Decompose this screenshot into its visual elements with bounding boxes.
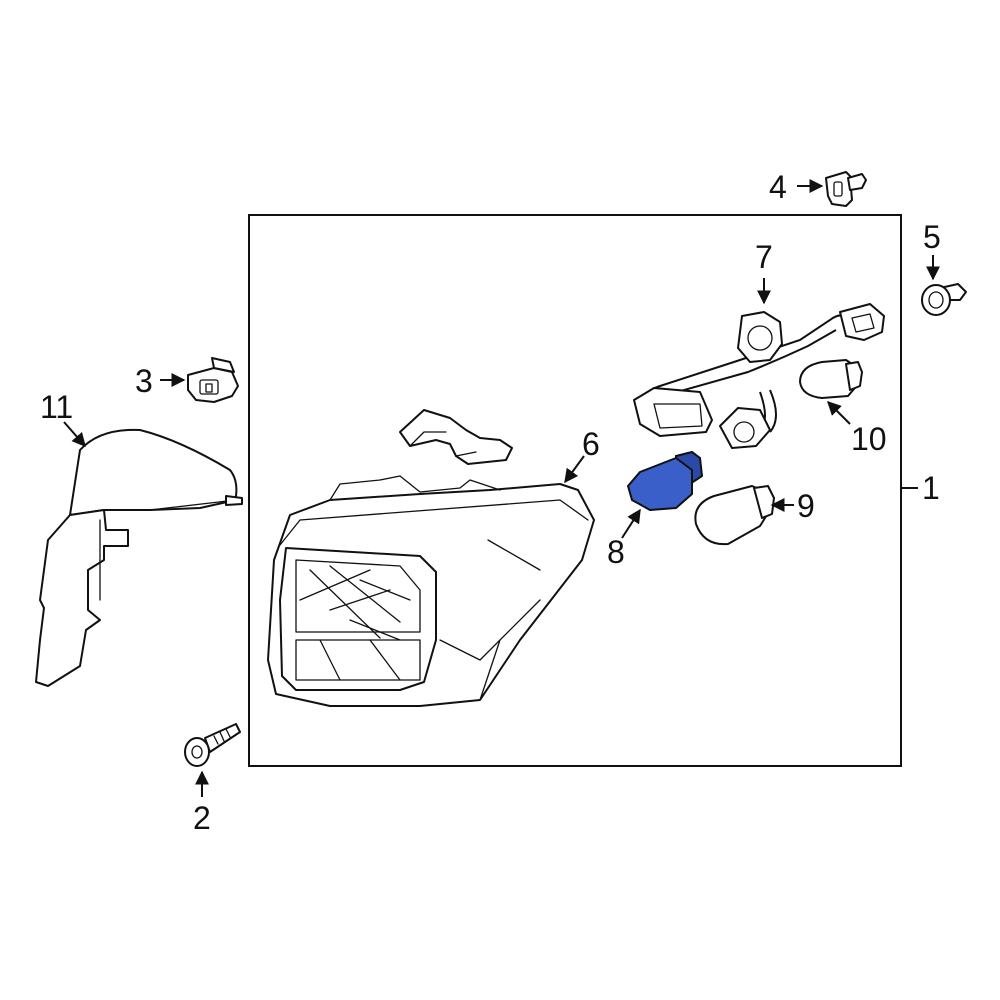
part-5-grommet[interactable] (921, 283, 967, 316)
callout-10: 10 (851, 421, 887, 457)
part-6-lamp-housing[interactable] (267, 475, 595, 707)
part-3-clip[interactable] (187, 357, 239, 403)
callout-2: 2 (193, 800, 211, 836)
callout-9: 9 (797, 488, 815, 524)
callout-11: 11 (40, 389, 73, 425)
callout-4: 4 (769, 169, 787, 205)
assembly-frame (248, 214, 902, 767)
callout-8: 8 (607, 534, 625, 570)
callout-5: 5 (923, 219, 941, 255)
part-9-bulb[interactable] (694, 485, 775, 546)
callout-11-arrow (63, 421, 86, 448)
part-10-bulb[interactable] (799, 359, 863, 399)
callout-8-arrow (621, 508, 641, 539)
part-2-screw[interactable] (184, 723, 241, 767)
callout-6-arrow (564, 455, 585, 484)
callout-1: 1 (922, 470, 940, 506)
callout-10-arrow (827, 401, 851, 425)
part-4-clip[interactable] (825, 171, 867, 207)
part-7-harness[interactable] (633, 303, 885, 449)
callout-7: 7 (755, 239, 773, 275)
part-11-trim[interactable] (35, 428, 243, 687)
callout-6: 6 (582, 426, 600, 462)
callout-3: 3 (135, 363, 153, 399)
lamp-bracket (399, 409, 513, 465)
part-8-bulb-highlighted[interactable] (627, 450, 704, 511)
